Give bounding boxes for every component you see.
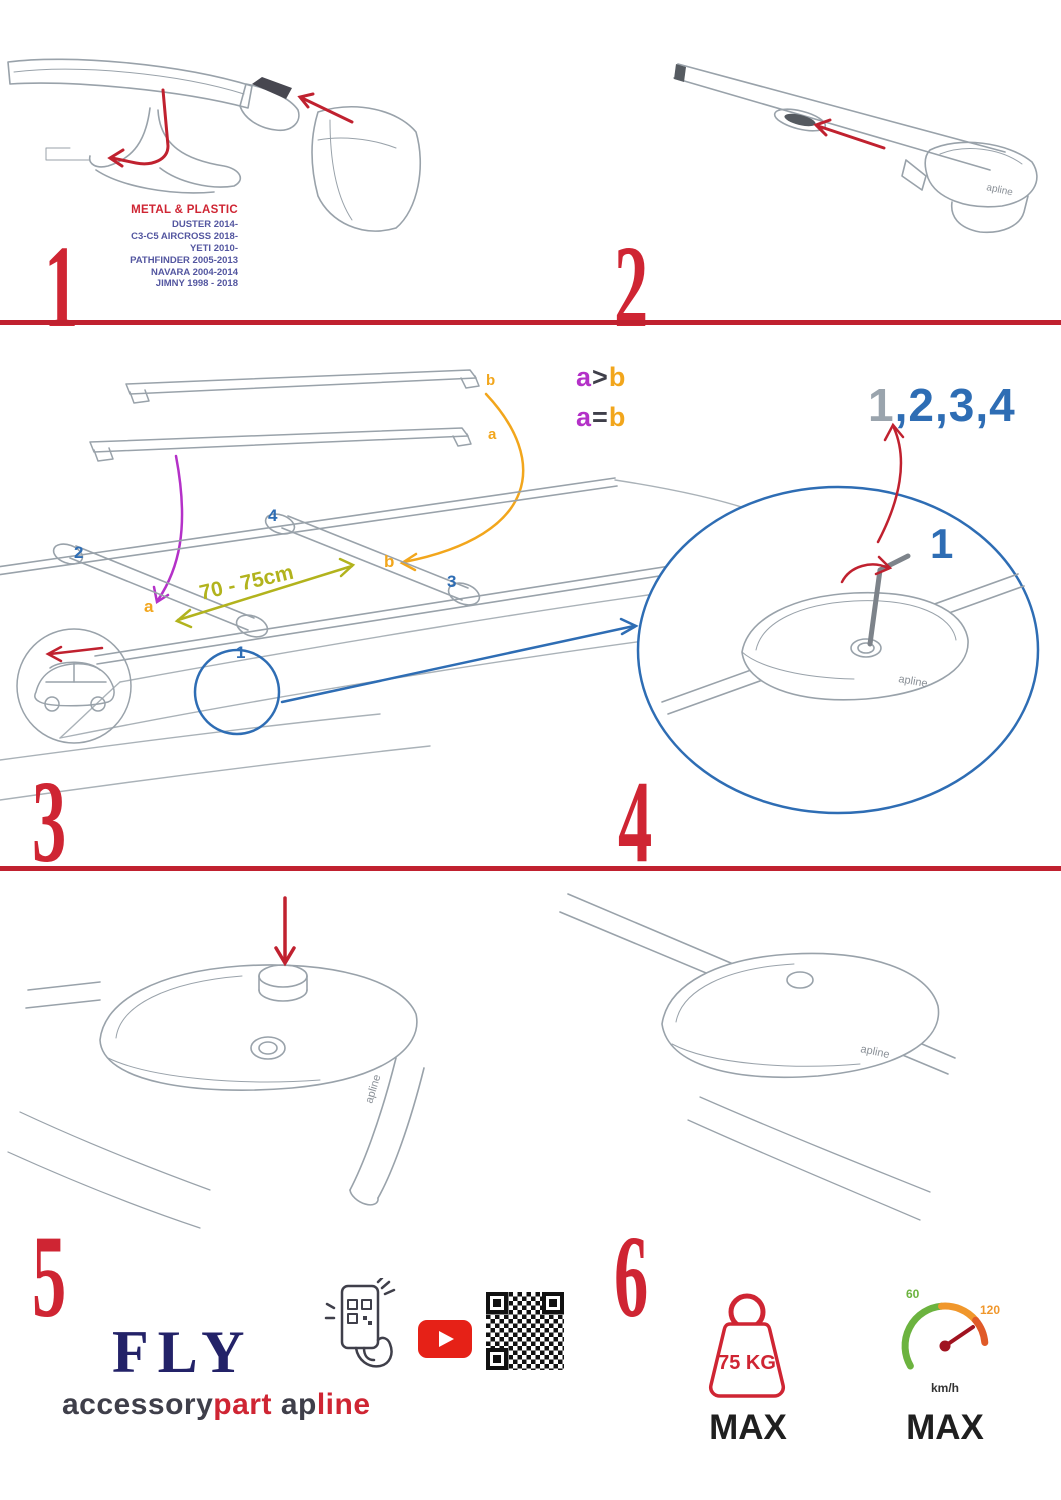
youtube-icon [418, 1320, 472, 1358]
roof-label-3: 3 [447, 572, 457, 591]
sequence-arrow [876, 422, 905, 544]
roof-label-b: b [384, 552, 395, 571]
rule-a-greater-b: a>b [576, 362, 627, 392]
roof-top-view-drawing [0, 477, 673, 665]
phone-scan-icon [324, 1278, 396, 1368]
rotate-arrow [840, 555, 893, 584]
front-direction-arrow [45, 645, 104, 663]
top-illustrations: apline [7, 58, 1038, 234]
speed-min-label: 60 [906, 1287, 920, 1301]
bar-end-cap [674, 64, 686, 82]
step-1-number: 1 [44, 221, 79, 352]
callout-number-1: 1 [930, 520, 954, 567]
step1-clamp-drawing [7, 58, 422, 232]
max-weight-icon: 75 KG [708, 1293, 786, 1398]
step2-bar-drawing [673, 63, 1038, 234]
step5-clamp-drawing [7, 964, 425, 1229]
clamp-logo-step6: apline [859, 1043, 890, 1061]
bar-a-label: a [488, 426, 497, 443]
roof-label-2: 2 [74, 543, 84, 562]
step-4-number: 4 [618, 756, 653, 887]
roof-label-1: 1 [236, 643, 246, 662]
speed-unit-label: km/h [931, 1381, 959, 1395]
speed-max-value-label: 120 [980, 1303, 1000, 1317]
weight-max-label: MAX [709, 1408, 787, 1447]
rule-a-equal-b: a=b [576, 402, 627, 432]
middle-illustrations: apline [0, 369, 1040, 815]
zoom-clamp-drawing [661, 573, 1025, 715]
section-divider [0, 866, 1061, 871]
speedometer-icon: 60 120 km/h [901, 1287, 1000, 1395]
clamp-logo-step5: apline [363, 1073, 383, 1105]
bar-b-label: b [486, 372, 496, 389]
speed-max-label: MAX [906, 1408, 984, 1447]
step-5-number: 5 [32, 1211, 67, 1342]
step5-press-arrow [274, 896, 296, 967]
zoom-arrow [280, 617, 639, 704]
allen-key-icon [867, 553, 911, 647]
step1-vehicle-list: METAL & PLASTIC DUSTER 2014- C3-C5 AIRCR… [108, 204, 238, 290]
materials-label: METAL & PLASTIC [131, 204, 238, 216]
needle [943, 1325, 975, 1348]
vehicle-item: YETI 2010- [189, 242, 238, 254]
step1-arrows [107, 88, 354, 168]
clamp1-highlight-circle [193, 648, 281, 736]
roof-label-4: 4 [268, 506, 278, 525]
step-3-number: 3 [32, 756, 67, 887]
qr-code [486, 1292, 564, 1370]
vehicle-item: PATHFINDER 2005-2013 [130, 254, 238, 266]
clamp-cap [252, 77, 292, 99]
brand-wordmark: accessorypart apline [62, 1388, 371, 1421]
weight-value: 75 KG [718, 1352, 776, 1374]
vehicle-item: JIMNY 1998 - 2018 [155, 278, 238, 290]
bottom-illustrations: apline apline [7, 893, 956, 1229]
clamp-logo-step4: apline [897, 673, 928, 690]
model-name: FLY [112, 1319, 254, 1385]
vehicle-item: C3-C5 AIRCROSS 2018- [131, 230, 238, 242]
roof-label-a: a [144, 597, 154, 616]
clamp-logo-step2: apline [985, 182, 1014, 198]
step-2-number: 2 [614, 221, 649, 352]
vehicle-item: NAVARA 2004-2014 [151, 266, 238, 278]
vehicle-item: DUSTER 2014- [172, 219, 238, 230]
step6-clamp-drawing [559, 893, 956, 1221]
section-divider [0, 320, 1061, 325]
car-direction-inset [16, 628, 132, 744]
step2-arrow [813, 118, 886, 150]
step-6-number: 6 [614, 1211, 649, 1342]
distance-arrow [174, 557, 356, 629]
tightening-sequence: 1,2,3,4 [868, 379, 1016, 431]
crossbar-pair-drawing [89, 369, 480, 462]
